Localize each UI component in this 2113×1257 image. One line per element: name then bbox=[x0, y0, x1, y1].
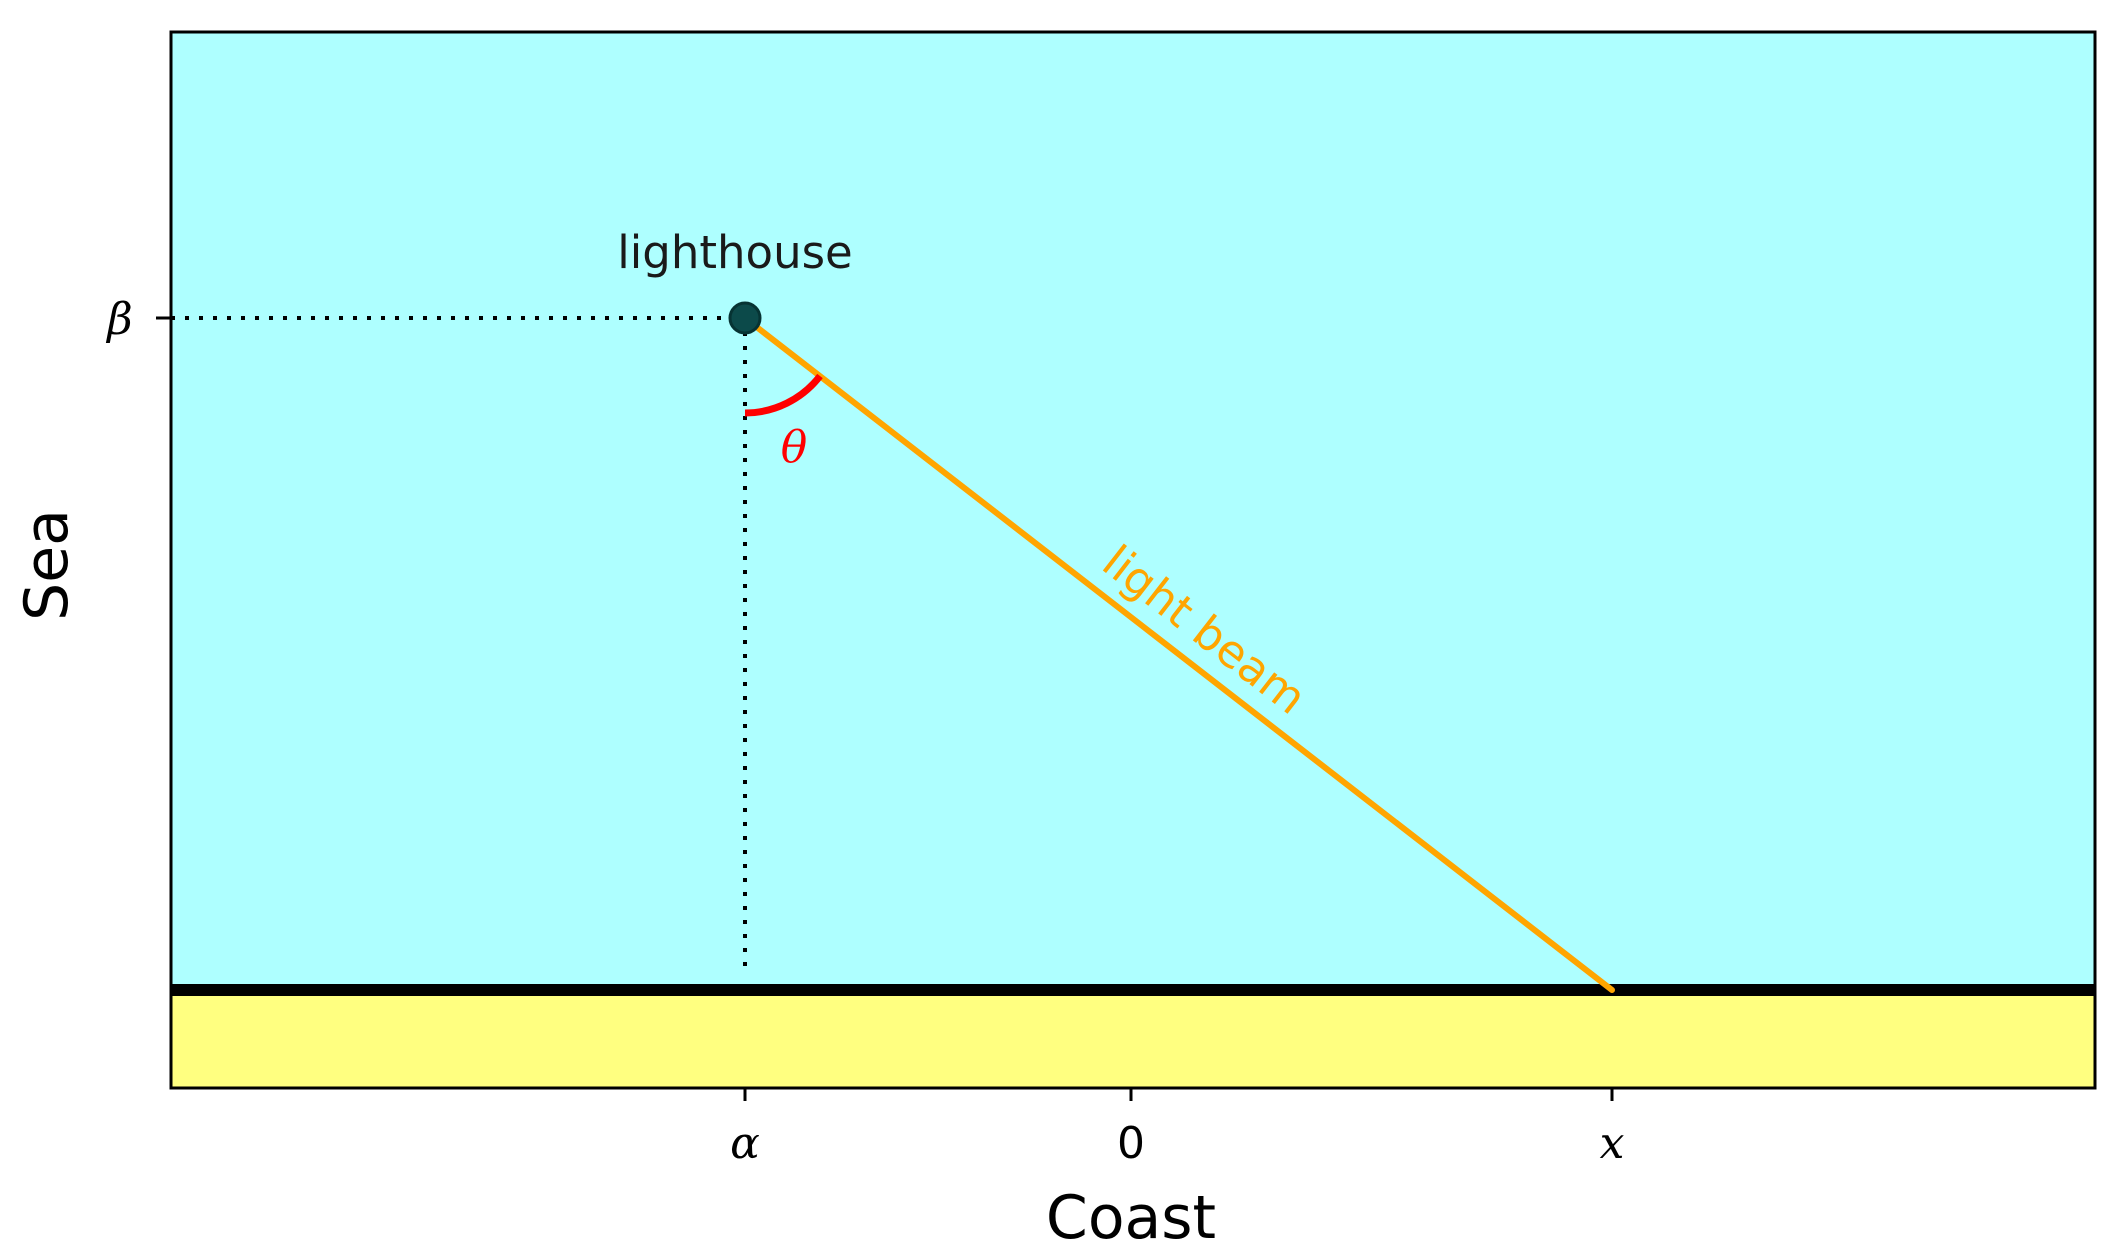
light-beam bbox=[742, 315, 1615, 993]
x-axis-title: Coast bbox=[1046, 1183, 1216, 1253]
lighthouse-label: lighthouse bbox=[617, 226, 852, 279]
plot-frame bbox=[169, 30, 2097, 1090]
lighthouse-marker bbox=[728, 301, 762, 335]
x-tick-label: x bbox=[1600, 1118, 1625, 1169]
beta-tick-label: β bbox=[105, 294, 132, 345]
y-axis-title: Sea bbox=[12, 509, 82, 621]
land-strip bbox=[171, 989, 2095, 1088]
zero-tick-label: 0 bbox=[1117, 1118, 1145, 1169]
sea-area bbox=[171, 32, 2095, 989]
angle-label: θ bbox=[781, 422, 808, 473]
angle-arc bbox=[744, 373, 823, 417]
alpha-tick-label: α bbox=[730, 1118, 760, 1169]
